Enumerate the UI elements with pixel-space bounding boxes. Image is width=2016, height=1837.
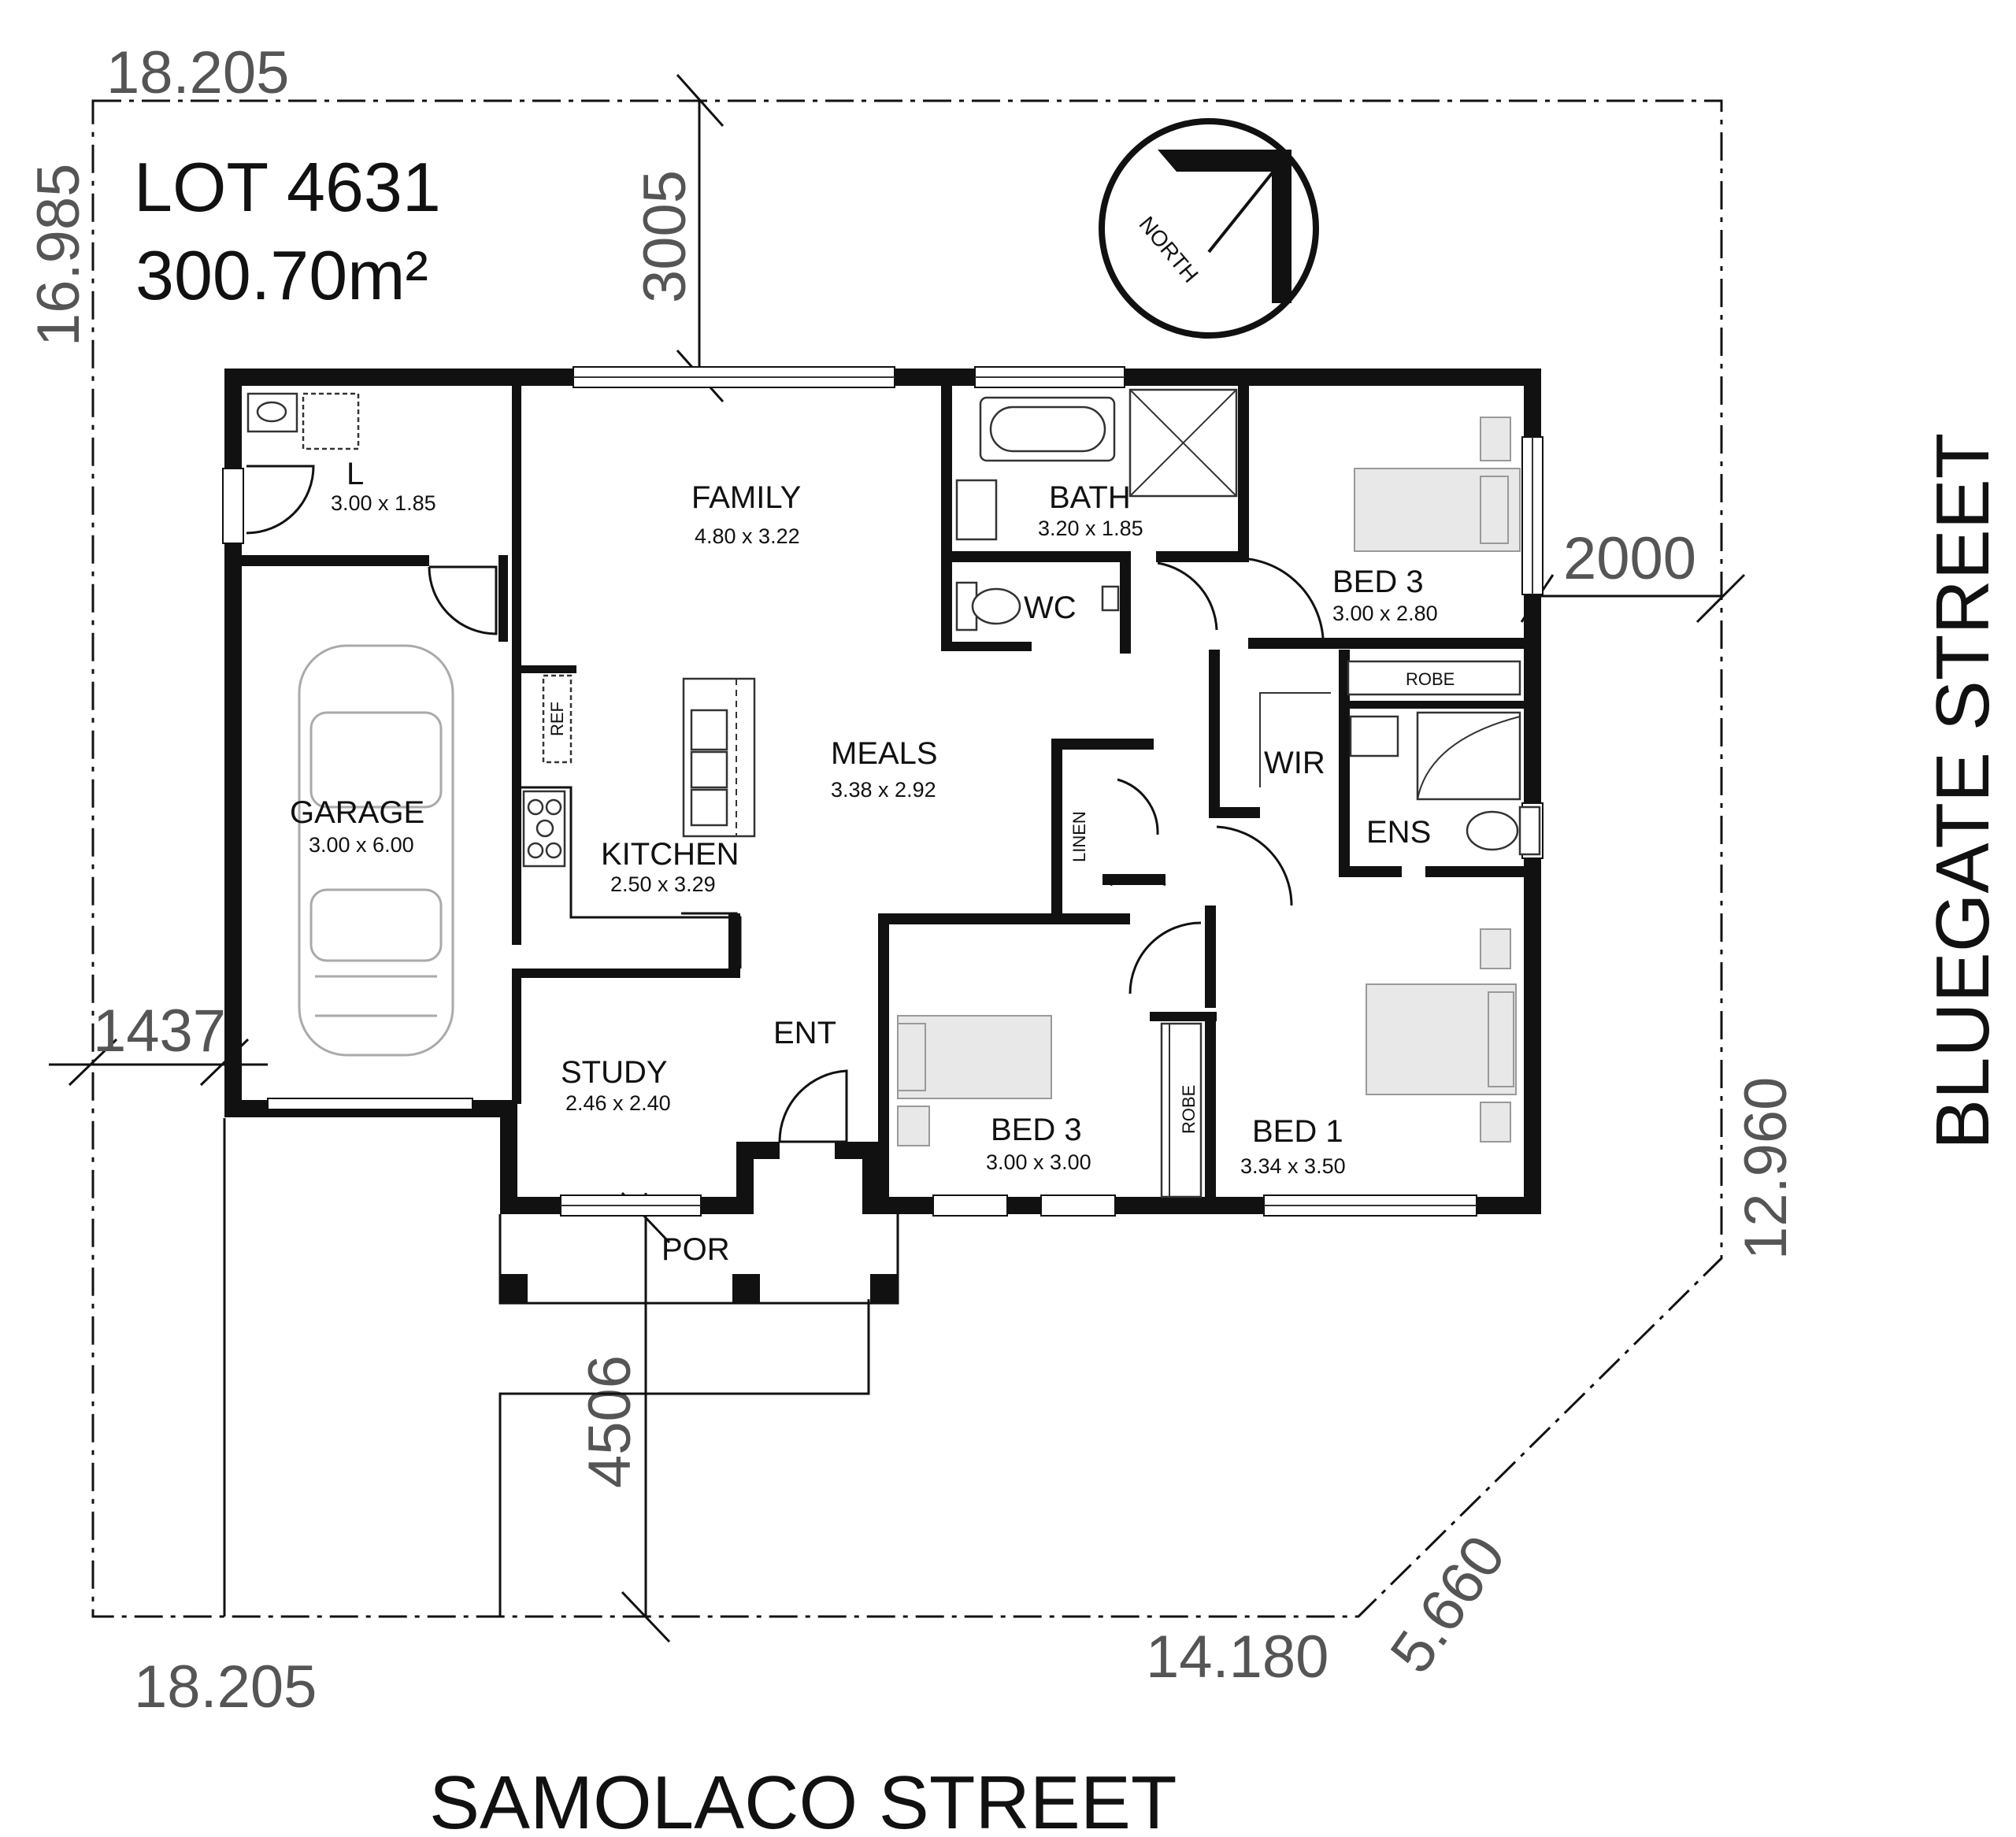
room-size: 3.00 x 6.00 bbox=[309, 833, 414, 857]
robe-label-bed1: ROBE bbox=[1179, 1085, 1199, 1134]
setback-side-east: 2000 bbox=[1563, 525, 1696, 592]
boundary-dim-corner: 5.660 bbox=[1377, 1524, 1518, 1685]
lot-boundary bbox=[91, 99, 1723, 1618]
room-kitchen: KITCHEN 2.50 x 3.29 bbox=[601, 837, 739, 896]
car-icon bbox=[298, 644, 454, 1057]
wir-shelf bbox=[1259, 692, 1331, 787]
vanity-icon bbox=[955, 479, 1399, 757]
boundary-dim-right: 12.960 bbox=[1732, 1077, 1799, 1260]
windows bbox=[222, 366, 1544, 1217]
room-name: BATH bbox=[1049, 480, 1131, 515]
street-east: BLUEGATE STREET bbox=[1921, 433, 2005, 1150]
room-size: 2.46 x 2.40 bbox=[565, 1091, 671, 1115]
room-size: 3.20 x 1.85 bbox=[1038, 517, 1143, 540]
doors bbox=[246, 465, 1325, 1143]
robe-shelf bbox=[1347, 660, 1521, 696]
room-name: KITCHEN bbox=[601, 837, 739, 872]
street-south: SAMOLACO STREET bbox=[429, 1761, 1177, 1837]
room-name: ENT bbox=[773, 1016, 836, 1050]
room-bed1: BED 1 3.34 x 3.50 bbox=[1240, 1114, 1346, 1178]
room-garage: GARAGE 3.00 x 6.00 bbox=[290, 795, 424, 857]
room-size: 3.34 x 3.50 bbox=[1240, 1154, 1346, 1178]
room-name: BED 3 bbox=[991, 1113, 1082, 1147]
room-name: MEALS bbox=[831, 736, 938, 771]
boundary-dim-top: 18.205 bbox=[106, 39, 289, 106]
interior-walls bbox=[224, 386, 1524, 1213]
bathtub-icon bbox=[979, 396, 1116, 462]
bed-icon-bed3-north bbox=[1354, 417, 1521, 552]
room-size: 3.00 x 1.85 bbox=[331, 491, 436, 515]
room-bath: BATH 3.20 x 1.85 bbox=[1038, 480, 1143, 540]
boundary-dim-bottom-right: 14.180 bbox=[1146, 1624, 1329, 1691]
porch bbox=[498, 1214, 899, 1305]
laundry-fixtures bbox=[246, 392, 360, 450]
room-porch: POR bbox=[662, 1232, 730, 1267]
room-size: 3.00 x 2.80 bbox=[1332, 602, 1438, 625]
linen-label: LINEN bbox=[1069, 811, 1089, 862]
room-wir: WIR bbox=[1264, 746, 1325, 780]
room-bed3-south: BED 3 3.00 x 3.00 bbox=[986, 1113, 1091, 1174]
room-name: POR bbox=[662, 1232, 730, 1267]
room-wc: WC bbox=[1024, 591, 1077, 625]
room-family: FAMILY 4.80 x 3.22 bbox=[691, 480, 801, 548]
boundary-dim-left: 16.985 bbox=[25, 164, 92, 346]
room-study: STUDY 2.46 x 2.40 bbox=[561, 1055, 671, 1115]
room-size: 3.00 x 3.00 bbox=[986, 1150, 1091, 1174]
room-size: 3.38 x 2.92 bbox=[831, 778, 936, 802]
cooktop-icon bbox=[522, 790, 566, 868]
room-name: BED 3 bbox=[1332, 565, 1424, 599]
lot-number: LOT 4631 bbox=[134, 148, 441, 226]
room-size: 2.50 x 3.29 bbox=[610, 872, 716, 896]
room-name: WIR bbox=[1264, 746, 1325, 780]
setback-rear: 3005 bbox=[632, 170, 699, 303]
room-meals: MEALS 3.38 x 2.92 bbox=[831, 736, 938, 802]
bed-icon-bed1 bbox=[1366, 928, 1517, 1143]
room-name: GARAGE bbox=[290, 795, 424, 830]
room-laundry: L 3.00 x 1.85 bbox=[331, 457, 436, 515]
room-size: 4.80 x 3.22 bbox=[695, 524, 800, 548]
room-name: BED 1 bbox=[1252, 1114, 1343, 1149]
front-path bbox=[498, 1299, 870, 1617]
room-name: STUDY bbox=[561, 1055, 668, 1090]
toilet-icon bbox=[955, 581, 1541, 856]
room-bed3-north: BED 3 3.00 x 2.80 bbox=[1332, 565, 1438, 625]
bed-icon-bed3-south bbox=[897, 1015, 1052, 1146]
kitchen-island-icon bbox=[682, 677, 756, 838]
room-ent: ENT bbox=[773, 1016, 836, 1050]
room-name: ENS bbox=[1366, 815, 1431, 850]
boundary-dim-bottom: 18.205 bbox=[134, 1654, 317, 1720]
setback-front: 4506 bbox=[576, 1355, 643, 1488]
room-ens: ENS bbox=[1366, 815, 1431, 850]
room-name: WC bbox=[1024, 591, 1077, 625]
setback-side-west: 1437 bbox=[93, 998, 226, 1065]
ens-shower-icon bbox=[1416, 711, 1521, 801]
north-arrow-icon bbox=[1099, 118, 1319, 339]
room-name: FAMILY bbox=[691, 480, 801, 515]
room-name: L bbox=[346, 457, 364, 491]
robe-label-bed3: ROBE bbox=[1406, 669, 1455, 689]
shower-icon bbox=[1128, 388, 1238, 498]
ref-label: REF bbox=[547, 702, 567, 736]
robe-bed1 bbox=[1160, 1022, 1203, 1198]
fridge-space bbox=[542, 674, 573, 764]
lot-area: 300.70m² bbox=[135, 236, 428, 314]
